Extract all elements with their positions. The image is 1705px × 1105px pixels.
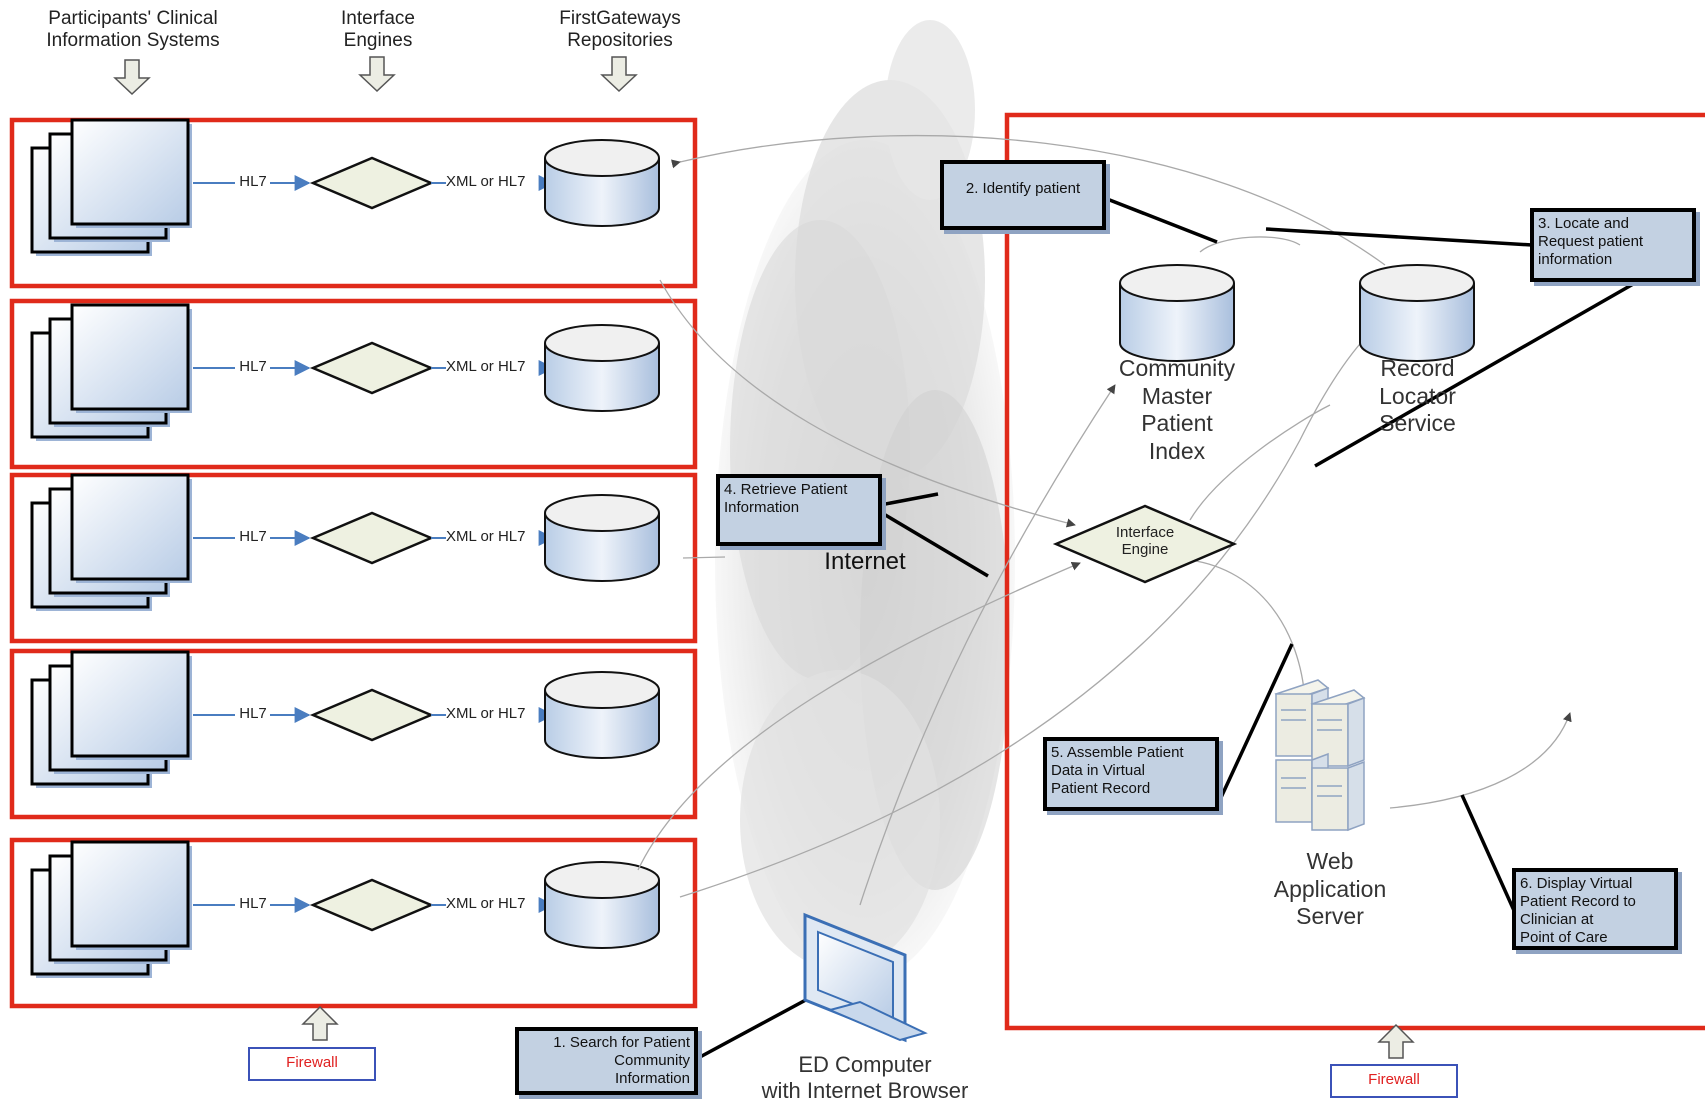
clinical-system-stack-icon xyxy=(30,303,192,441)
header-interface-engines: Interface Engines xyxy=(341,8,415,51)
hl7-label: HL7 xyxy=(239,705,267,722)
firewall-box xyxy=(9,298,698,470)
repository-cylinder xyxy=(544,671,660,759)
ed-computer-label: ED Computer with Internet Browser xyxy=(761,1052,969,1104)
record-locator-service-cylinder xyxy=(1359,264,1475,362)
community-master-patient-index-label: Community Master Patient Index xyxy=(1118,355,1236,464)
hl7-label: HL7 xyxy=(239,173,267,190)
interface-engine-diamond xyxy=(309,156,435,210)
xml-or-hl7-label: XML or HL7 xyxy=(446,528,526,545)
header-clinical-systems: Participants' Clinical Information Syste… xyxy=(46,8,220,51)
hl7-label: HL7 xyxy=(239,895,267,912)
record-locator-service-label: Record Locator Service xyxy=(1379,355,1456,437)
firewall-box xyxy=(9,117,698,289)
participant-rows xyxy=(9,117,698,1009)
step-5-callout: 5. Assemble Patient Data in Virtual Pati… xyxy=(1043,737,1219,811)
xml-or-hl7-label: XML or HL7 xyxy=(446,895,526,912)
web-server-icon xyxy=(1274,679,1366,832)
xml-or-hl7-label: XML or HL7 xyxy=(446,358,526,375)
repository-cylinder xyxy=(544,139,660,227)
clinical-system-stack-icon xyxy=(30,118,192,256)
interface-engine-diamond xyxy=(309,511,435,565)
down-arrow-icon xyxy=(113,59,151,96)
callout-leaders xyxy=(699,195,1636,1059)
right-firewall-boundary xyxy=(1004,112,1705,1031)
firewall-box xyxy=(9,837,698,1009)
participant-row xyxy=(9,472,698,644)
header-repositories: FirstGateways Repositories xyxy=(559,8,681,51)
participant-row xyxy=(9,298,698,470)
web-application-server-label: Web Application Server xyxy=(1273,848,1387,930)
interface-engine-diamond xyxy=(309,688,435,742)
header-arrows xyxy=(113,56,638,96)
step-6-callout: 6. Display Virtual Patient Record to Cli… xyxy=(1512,868,1678,950)
connector-curves xyxy=(637,134,1572,906)
step-2-callout: 2. Identify patient xyxy=(940,160,1106,230)
xml-or-hl7-label: XML or HL7 xyxy=(446,173,526,190)
clinical-system-stack-icon xyxy=(30,840,192,978)
firewall-up-arrow-icon xyxy=(1377,1023,1415,1059)
firewall-label-right: Firewall xyxy=(1330,1064,1458,1098)
xml-or-hl7-label: XML or HL7 xyxy=(446,705,526,722)
step-4-callout: 4. Retrieve Patient Information xyxy=(716,474,882,546)
participant-row xyxy=(9,648,698,820)
firewall-box xyxy=(9,648,698,820)
firewall-up-arrow-icon xyxy=(301,1005,339,1041)
clinical-system-stack-icon xyxy=(30,473,192,611)
interface-engine-diamond xyxy=(309,341,435,395)
repository-cylinder xyxy=(544,324,660,412)
step-3-callout: 3. Locate and Request patient informatio… xyxy=(1530,208,1696,282)
down-arrow-icon xyxy=(600,56,638,93)
down-arrow-icon xyxy=(358,56,396,93)
step-1-callout: 1. Search for Patient Community Informat… xyxy=(515,1027,698,1095)
hl7-label: HL7 xyxy=(239,358,267,375)
repository-cylinder xyxy=(544,861,660,949)
internet-cloud xyxy=(715,20,1015,980)
repository-cylinder xyxy=(544,494,660,582)
clinical-system-stack-icon xyxy=(30,650,192,788)
interface-engine-diamond xyxy=(1052,504,1238,584)
interface-engine-diamond xyxy=(309,878,435,932)
participant-row xyxy=(9,117,698,289)
ed-computer-monitor-icon xyxy=(803,912,928,1043)
hl7-label: HL7 xyxy=(239,528,267,545)
participant-row xyxy=(9,837,698,1009)
interface-engine-label: Interface Engine xyxy=(1115,524,1175,559)
firewall-label-left: Firewall xyxy=(248,1047,376,1081)
community-master-patient-index-cylinder xyxy=(1119,264,1235,362)
internet-label: Internet xyxy=(824,548,906,575)
